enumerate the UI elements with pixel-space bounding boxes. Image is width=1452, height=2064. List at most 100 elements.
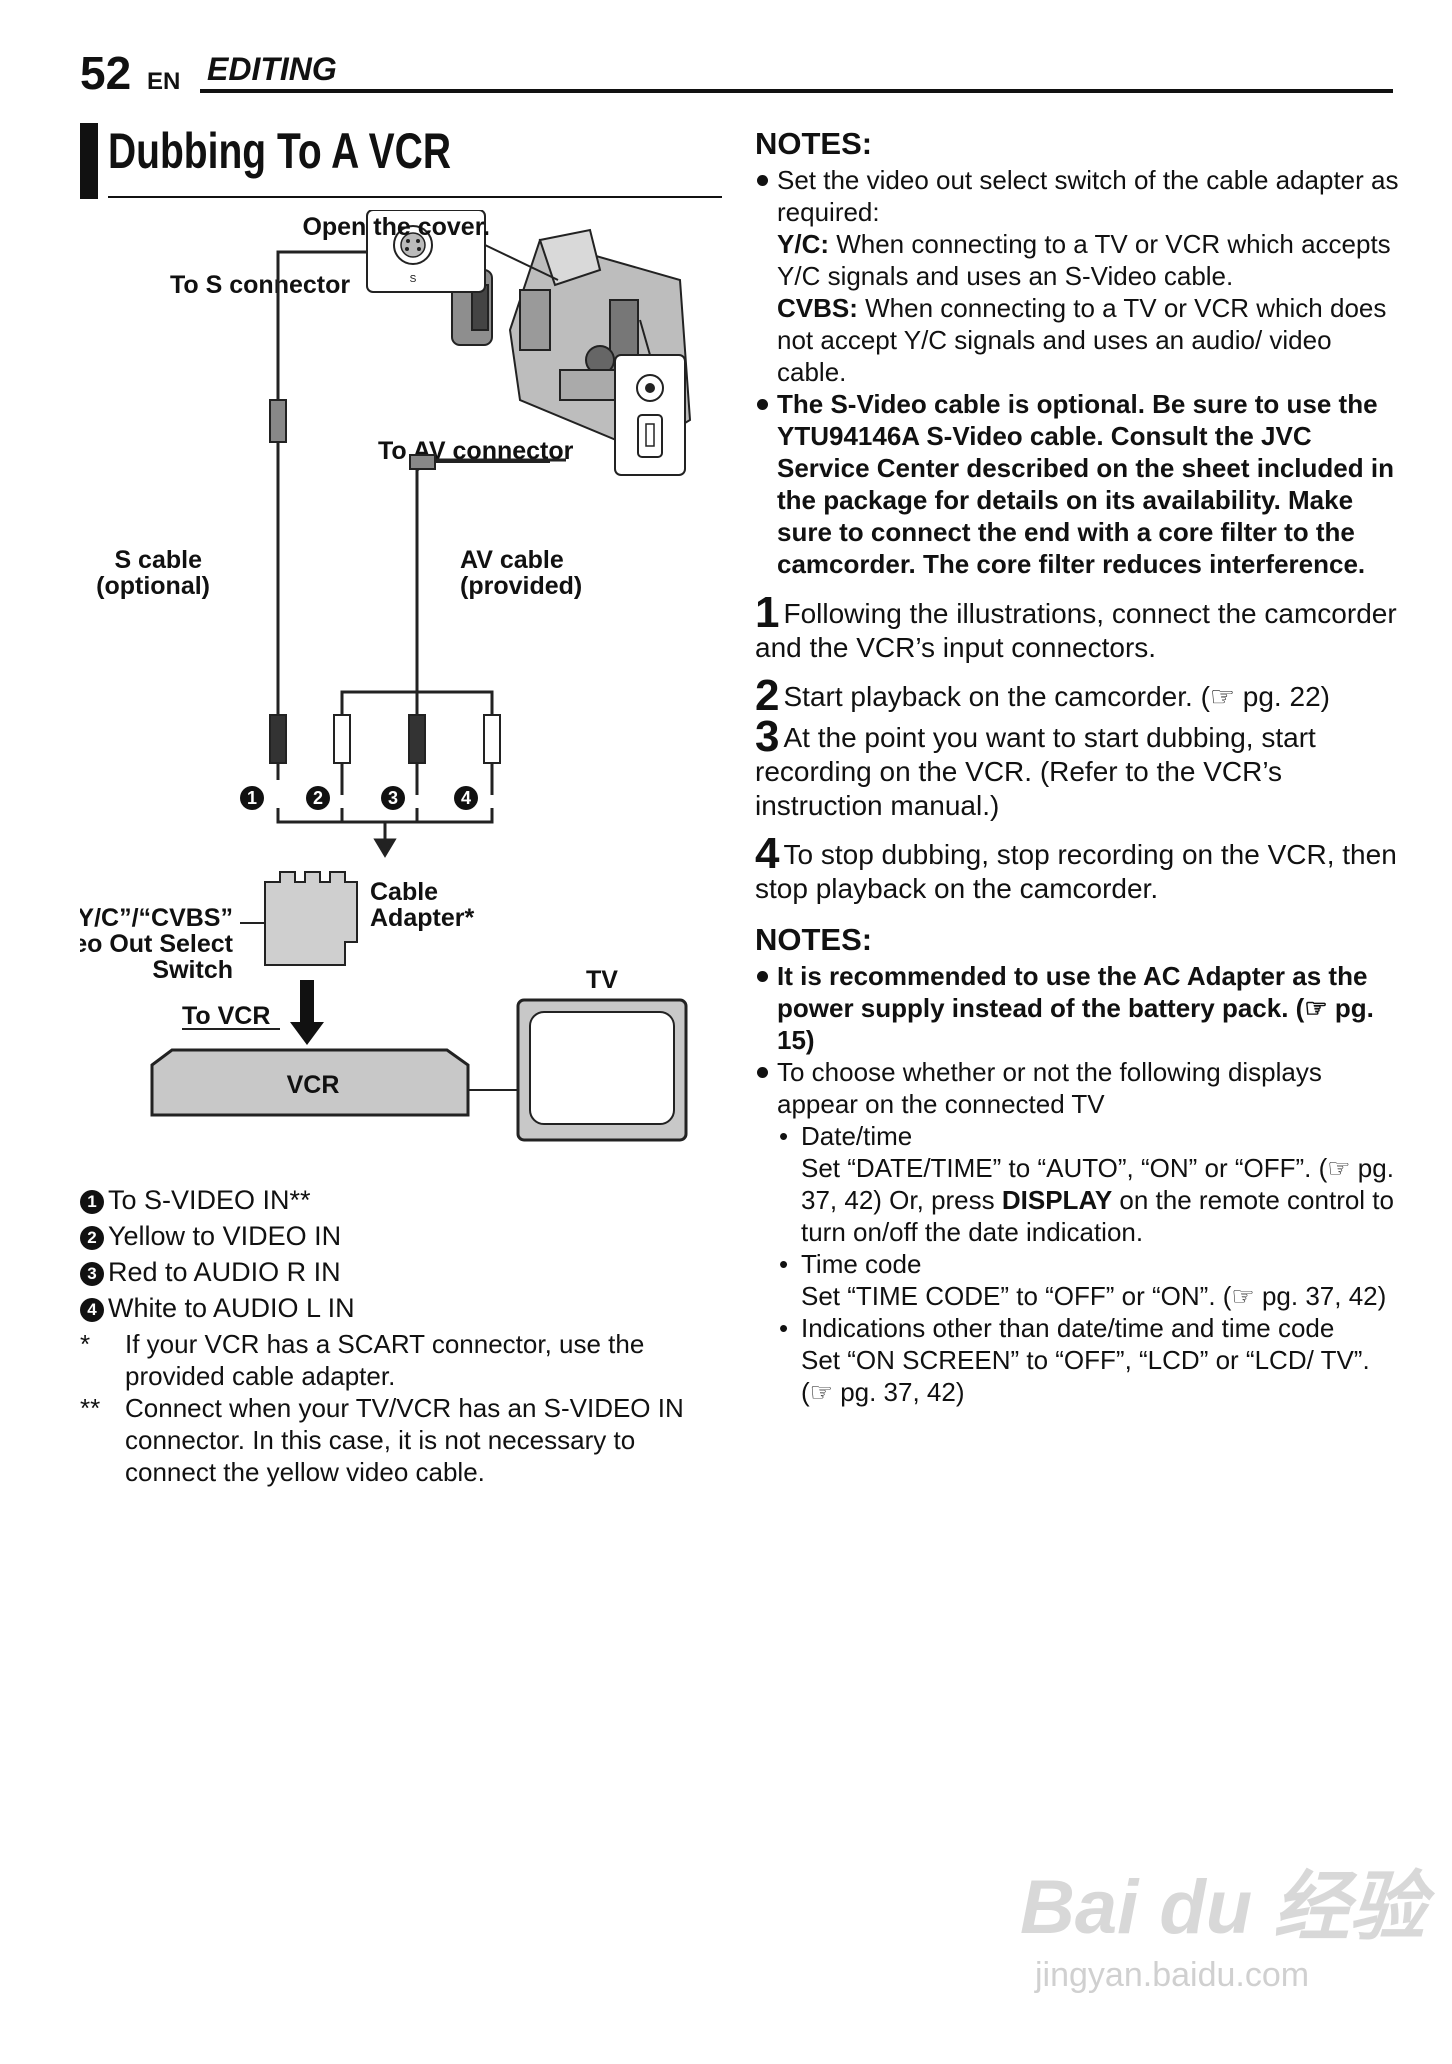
sub-text: Set “DATE/TIME” to “AUTO”, “ON” or “OFF”… (801, 1153, 1394, 1215)
svg-text:1: 1 (247, 788, 257, 808)
av-cable-label: AV cable (460, 546, 564, 574)
sub-text: Set “TIME CODE” to “OFF” or “ON”. (☞ pg.… (801, 1281, 1387, 1311)
switch-label-3: Switch (152, 956, 233, 984)
sub-indications: • Indications other than date/time and ti… (755, 1312, 1400, 1408)
step-number: 4 (755, 829, 780, 878)
page-number: 52 (80, 47, 132, 99)
sub-title: Date/time (801, 1121, 913, 1151)
plug-number-4: 4 (454, 786, 478, 810)
note-text: To choose whether or not the following d… (777, 1057, 1322, 1119)
footnote-text: Connect when your TV/VCR has an S-VIDEO … (125, 1393, 684, 1487)
s-cable (269, 250, 367, 780)
cable-adapter-illustration (264, 871, 358, 966)
footnote-mark: ** (80, 1393, 101, 1423)
connection-text: Red to AUDIO R IN (108, 1257, 341, 1287)
switch-label-1: “Y/C”/“CVBS” (80, 904, 233, 932)
header-rule (200, 89, 1393, 93)
note-tv-displays: To choose whether or not the following d… (755, 1056, 1400, 1120)
to-s-connector-label: To S connector (170, 271, 350, 299)
baidu-watermark-url: jingyan.baidu.com (1035, 1956, 1310, 1994)
section-name: EDITING (207, 51, 337, 87)
step-text: Following the illustrations, connect the… (755, 598, 1397, 663)
to-vcr-arrow (290, 980, 324, 1045)
connection-text: Yellow to VIDEO IN (108, 1221, 342, 1251)
s-cable-label: S cable (114, 546, 202, 574)
bullet-dot: • (779, 1121, 789, 1151)
number-badge: 4 (80, 1298, 104, 1322)
notes-heading-2: NOTES: (755, 922, 873, 957)
note-text: The S-Video cable is optional. Be sure t… (777, 389, 1394, 579)
sub-text-end: on the remote control to turn on/off the… (801, 1185, 1394, 1247)
yc-text: When connecting to a TV or VCR which acc… (777, 229, 1391, 291)
s-jack-label: S (410, 274, 417, 285)
page-title: Dubbing To A VCR (108, 123, 451, 179)
sub-title: Indications other than date/time and tim… (801, 1313, 1335, 1343)
plug-number-2: 2 (306, 786, 330, 810)
footnote-2: ** Connect when your TV/VCR has an S-VID… (80, 1392, 720, 1488)
footnote-mark: * (80, 1329, 91, 1359)
bullet-dot: • (779, 1249, 789, 1279)
number-badge: 3 (80, 1262, 104, 1286)
to-vcr-label: To VCR (182, 1002, 270, 1030)
yc-label: Y/C: (777, 229, 829, 259)
title-bar (80, 123, 98, 199)
baidu-watermark-logo: Bai du 经验 (1020, 1865, 1426, 1950)
plug-number-1: 1 (240, 786, 264, 810)
note-yc: Y/C: When connecting to a TV or VCR whic… (755, 228, 1400, 292)
svg-text:3: 3 (388, 788, 398, 808)
note-text: Set the video out select switch of the c… (777, 165, 1399, 227)
number-badge: 2 (80, 1226, 104, 1250)
connection-text: White to AUDIO L IN (108, 1293, 355, 1323)
open-cover-label: Open the cover. (302, 213, 490, 241)
step-text: Start playback on the camcorder. (☞ pg. … (783, 681, 1330, 712)
svg-text:4: 4 (461, 788, 471, 808)
tv-illustration (516, 998, 688, 1142)
note-text: It is recommended to use the AC Adapter … (777, 961, 1374, 1055)
cable-adapter-label-1: Cable (370, 878, 438, 906)
step-number: 1 (755, 588, 780, 637)
note-cvbs: CVBS: When connecting to a TV or VCR whi… (755, 292, 1400, 388)
step-text: To stop dubbing, stop recording on the V… (755, 839, 1397, 904)
sub-text: Set “ON SCREEN” to “OFF”, “LCD” or “LCD/… (801, 1345, 1370, 1407)
title-rule (108, 196, 722, 198)
note-s-video-cable: The S-Video cable is optional. Be sure t… (755, 388, 1400, 580)
cable-adapter-label-2: Adapter* (370, 904, 474, 932)
language-code: EN (147, 68, 181, 95)
switch-label-2: Video Out Select (80, 930, 234, 958)
av-connector-callout (614, 319, 686, 476)
av-cable (333, 454, 566, 795)
bullet-dot: • (779, 1313, 789, 1343)
connection-diagram: S Open the cover. To S connector To AV c… (80, 210, 692, 1142)
sub-title: Time code (801, 1249, 922, 1279)
footnote-text: If your VCR has a SCART connector, use t… (125, 1329, 645, 1391)
vcr-illustration (150, 1048, 518, 1117)
notes-heading: NOTES: (755, 126, 873, 161)
s-cable-note: (optional) (96, 572, 210, 600)
cvbs-label: CVBS: (777, 293, 858, 323)
footnote-1: * If your VCR has a SCART connector, use… (80, 1328, 720, 1392)
number-badge: 1 (80, 1190, 104, 1214)
step-text: At the point you want to start dubbing, … (755, 722, 1316, 821)
vcr-label: VCR (287, 1071, 340, 1099)
cvbs-text: When connecting to a TV or VCR which doe… (777, 293, 1387, 387)
plug-number-3: 3 (381, 786, 405, 810)
bracket-arrow (276, 808, 494, 858)
tv-label: TV (586, 966, 618, 994)
step-number: 3 (755, 712, 780, 761)
display-button-name: DISPLAY (1001, 1185, 1113, 1215)
note-ac-adapter: It is recommended to use the AC Adapter … (755, 960, 1400, 1056)
right-column: NOTES: Set the video out select switch o… (755, 126, 1400, 1408)
connection-text: To S-VIDEO IN** (108, 1185, 311, 1215)
s-connector-callout: S (366, 210, 559, 293)
note-video-out-switch: Set the video out select switch of the c… (755, 164, 1400, 228)
